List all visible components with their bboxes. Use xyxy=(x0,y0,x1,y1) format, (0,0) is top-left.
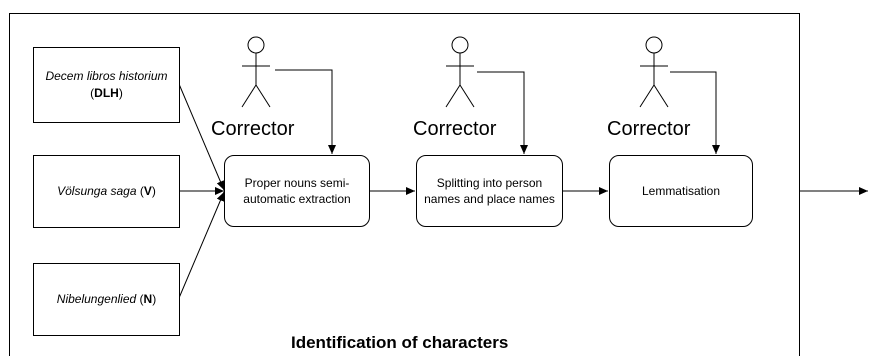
source-title-dlh: Decem libros historium xyxy=(45,69,168,83)
actor-icon-1 xyxy=(241,36,271,108)
arrow-actor3-to-lemmatisation xyxy=(670,71,720,154)
source-abbr-v: V xyxy=(143,184,152,198)
source-box-n: Nibelungenlied (N) xyxy=(33,263,180,336)
container-caption: Identification of characters xyxy=(291,333,509,352)
process-lemmatisation-label: Lemmatisation xyxy=(641,184,721,198)
source-label-dlh: Decem libros historium (DLH) xyxy=(45,69,168,100)
process-extraction-label: Proper nouns semi-automatic extraction xyxy=(243,176,351,206)
source-label-v: Völsunga saga (V) xyxy=(57,184,156,198)
process-splitting-label: Splitting into person names and place na… xyxy=(424,176,555,206)
actor-icon-2 xyxy=(445,36,475,108)
arrow-n-to-extraction xyxy=(178,191,225,299)
process-splitting: Splitting into person names and place na… xyxy=(416,155,563,227)
arrow-dlh-to-extraction xyxy=(178,83,225,191)
process-lemmatisation: Lemmatisation xyxy=(609,155,753,227)
source-abbr-n: N xyxy=(143,292,153,306)
container-frame xyxy=(9,13,800,356)
source-label-n: Nibelungenlied (N) xyxy=(56,292,157,306)
actor-icon-3 xyxy=(639,36,669,108)
arrow-actor2-to-splitting xyxy=(477,71,528,154)
actor-label-1: Corrector xyxy=(211,118,295,140)
actor-label-3: Corrector xyxy=(607,118,691,140)
source-title-n: Nibelungenlied xyxy=(56,292,137,306)
source-title-v: Völsunga saga xyxy=(57,184,137,198)
actor-label-2: Corrector xyxy=(413,118,497,140)
arrow-actor1-to-extraction xyxy=(275,69,336,154)
source-abbr-dlh: DLH xyxy=(94,86,119,100)
process-extraction: Proper nouns semi-automatic extraction xyxy=(224,155,370,227)
source-box-v: Völsunga saga (V) xyxy=(33,155,180,228)
source-box-dlh: Decem libros historium (DLH) xyxy=(33,47,180,123)
